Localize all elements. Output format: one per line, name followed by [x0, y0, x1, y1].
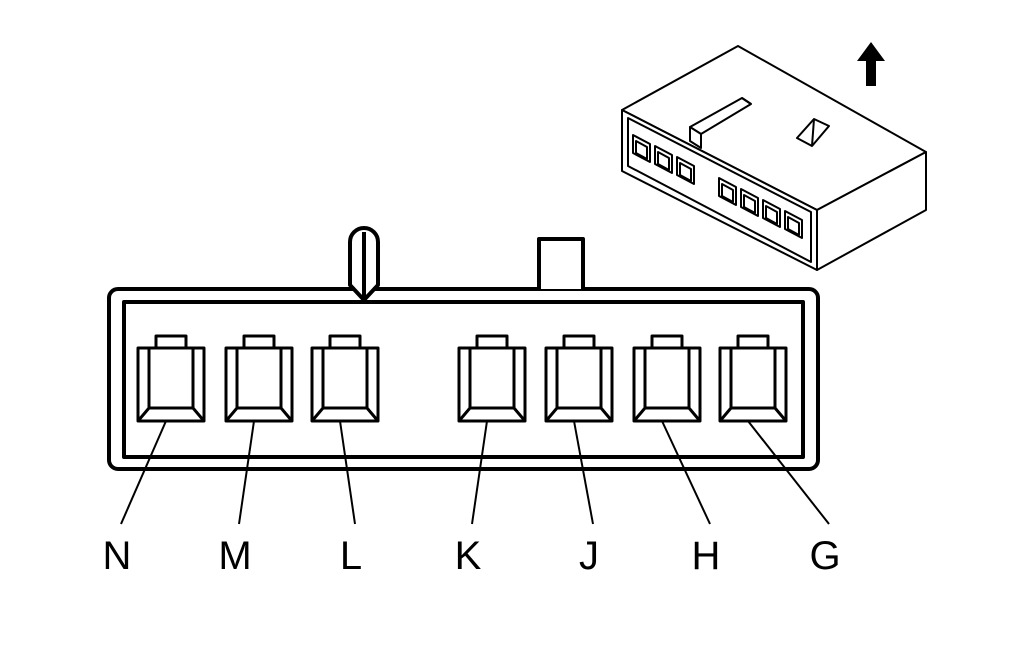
cavity-j — [544, 334, 614, 423]
pin-labels: N M L K J H G — [103, 534, 841, 578]
cavity-l — [310, 334, 380, 423]
leader-line-j — [573, 420, 594, 525]
cavity-k — [457, 334, 527, 423]
leader-line-n — [120, 420, 167, 525]
leader-lines — [120, 420, 830, 525]
pin-label-m: M — [218, 534, 251, 578]
pin-label-g: G — [809, 534, 840, 578]
pin-label-j: J — [579, 534, 599, 578]
leader-line-g — [747, 420, 830, 525]
cavity-h — [632, 334, 702, 423]
top-key — [537, 237, 585, 289]
pin-label-l: L — [340, 534, 362, 578]
polarizing-pin — [348, 226, 380, 302]
cavity-n — [136, 334, 206, 423]
pin-label-n: N — [103, 534, 132, 578]
cavity-g — [718, 334, 788, 423]
cavity-m — [224, 334, 294, 423]
pin-label-h: H — [692, 534, 721, 578]
cavity-row — [136, 334, 788, 423]
leader-line-m — [238, 420, 255, 525]
pin-label-k: K — [455, 534, 482, 578]
leader-line-h — [661, 420, 711, 525]
leader-line-l — [339, 420, 356, 525]
connector-isometric-icon — [621, 45, 927, 271]
up-arrow-icon — [857, 42, 885, 86]
leader-line-k — [471, 420, 488, 525]
